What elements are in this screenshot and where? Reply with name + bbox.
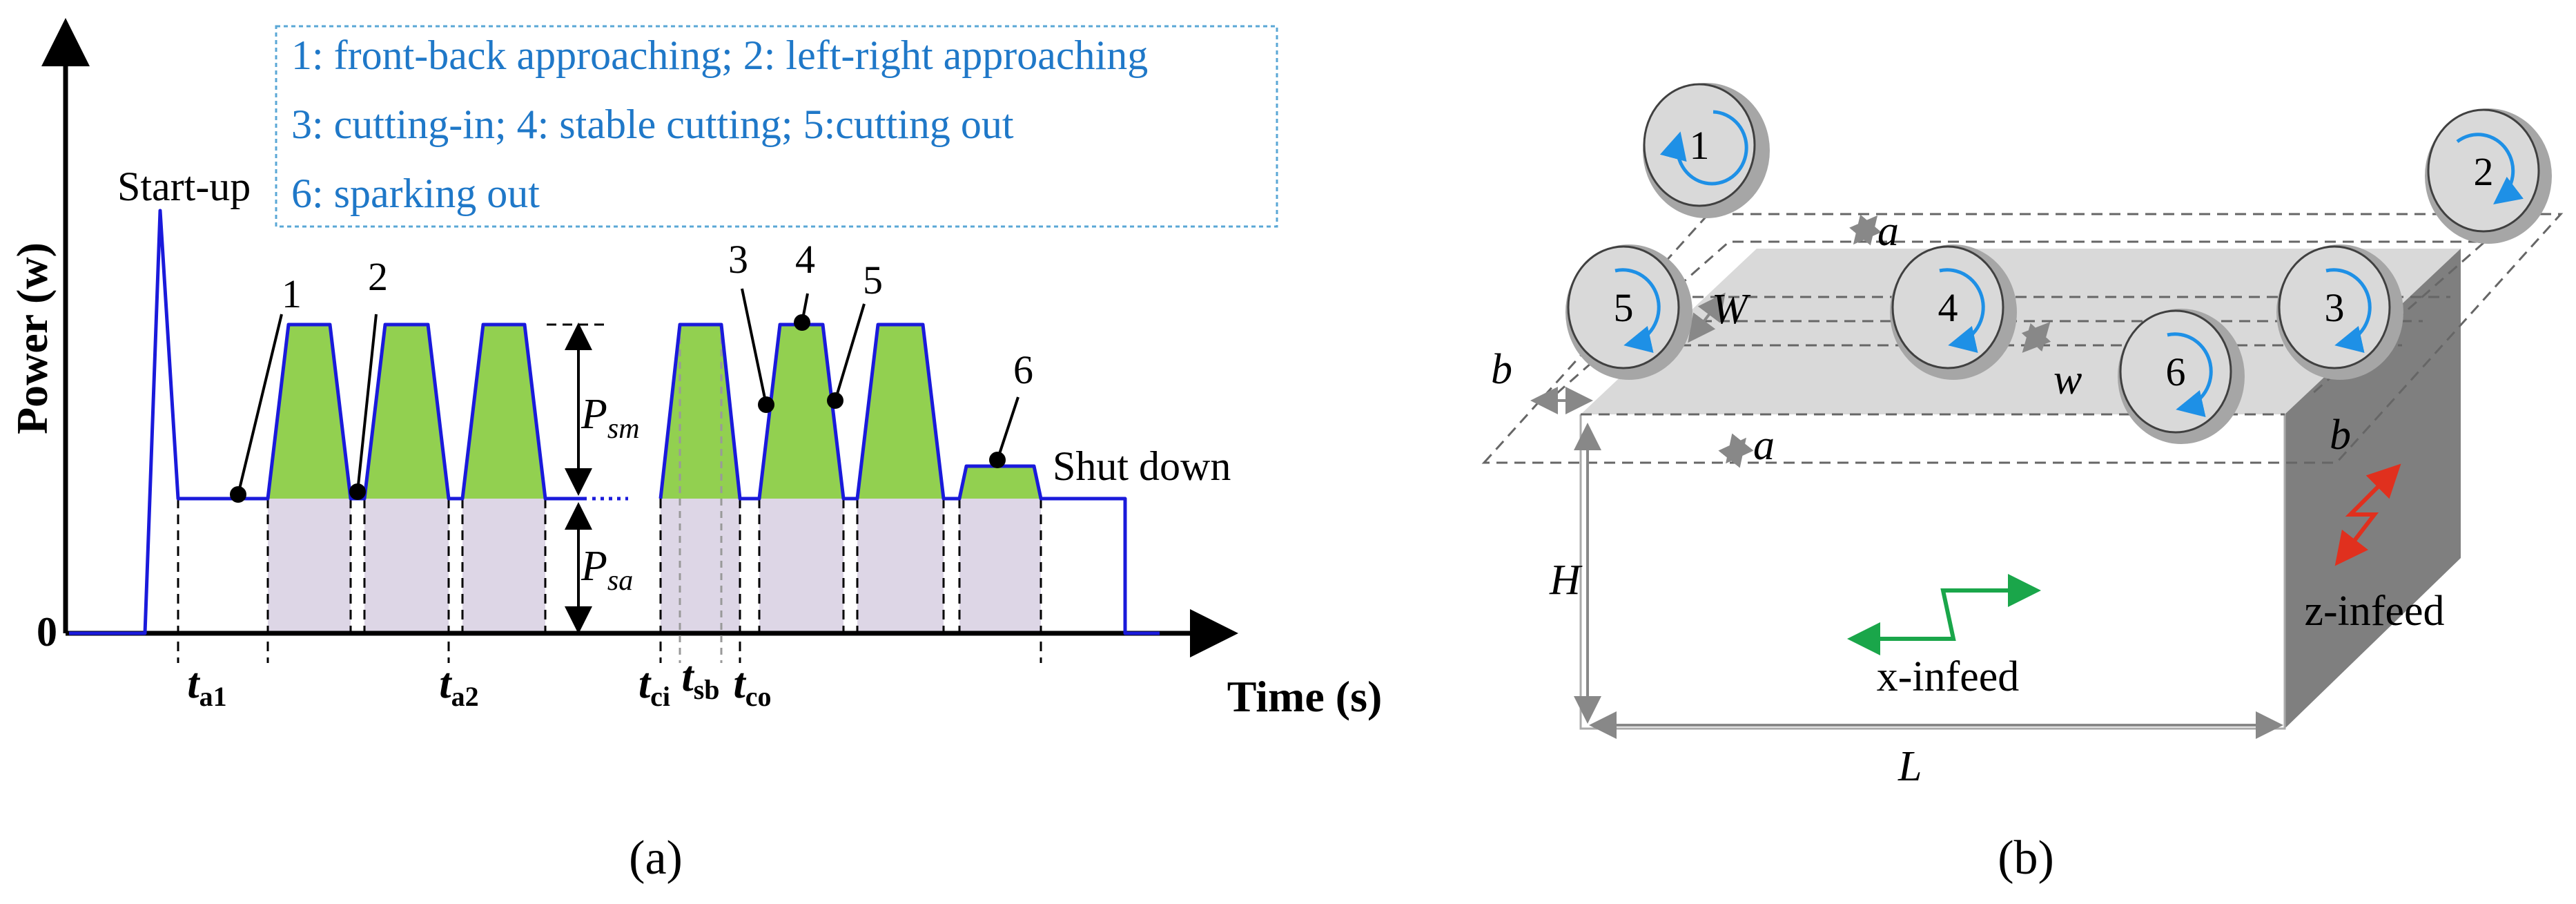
wheel-label-5: 5	[1614, 285, 1634, 330]
phase-label-1: 1	[282, 271, 302, 316]
power-curve	[69, 209, 587, 635]
phase-label-4: 4	[795, 237, 815, 282]
power-curve-2	[658, 323, 1160, 635]
tsb-markers	[679, 325, 723, 663]
legend-line-1: 1: front-back approaching; 2: left-right…	[291, 32, 1148, 78]
y-axis-label: Power (w)	[8, 242, 57, 434]
time-label-tci: tci	[638, 660, 670, 712]
wheel-2: 2	[2425, 108, 2552, 244]
dim-b-left: b	[1491, 346, 1512, 393]
dim-H: H	[1549, 557, 1583, 604]
dim-b-right: b	[2330, 412, 2351, 459]
phase-label-5: 5	[863, 258, 883, 302]
dim-L: L	[1897, 743, 1922, 790]
x-axis-label: Time (s)	[1227, 672, 1383, 721]
phase-label-2: 2	[368, 254, 388, 299]
phase-dots	[230, 314, 1006, 503]
z-infeed-arrow	[2334, 463, 2401, 566]
legend-line-2: 3: cutting-in; 4: stable cutting; 5:cutt…	[291, 102, 1014, 147]
wheel-label-4: 4	[1938, 285, 1958, 330]
wheel-3: 3	[2276, 244, 2403, 380]
time-label-ta2: ta2	[439, 660, 478, 712]
p-sm-label: Psm	[580, 391, 640, 445]
wheel-label-3: 3	[2325, 285, 2345, 330]
shutdown-label: Shut down	[1053, 443, 1231, 489]
wheel-1: 1	[1643, 83, 1770, 218]
origin-label: 0	[37, 609, 57, 655]
dim-a-top: a	[1877, 208, 1899, 255]
wheel-label-2: 2	[2474, 149, 2494, 194]
dim-W: W	[1712, 286, 1751, 333]
wheel-label-1: 1	[1690, 123, 1710, 168]
dim-a-bottom: a	[1753, 422, 1775, 469]
legend-box: 1: front-back approaching; 2: left-right…	[275, 25, 1278, 228]
x-infeed-label: x-infeed	[1877, 653, 2020, 700]
caption-a: (a)	[629, 831, 683, 885]
time-label-tco: tco	[734, 660, 772, 712]
panel-a: 1: front-back approaching; 2: left-right…	[8, 18, 1383, 885]
phase-pointers	[237, 288, 1019, 495]
wheel-6: 6	[2118, 309, 2245, 444]
startup-label: Start-up	[117, 164, 251, 209]
z-infeed-label: z-infeed	[2304, 588, 2444, 635]
wheel-4: 4	[1890, 244, 2017, 380]
x-infeed-arrow	[1847, 588, 2033, 655]
phase-label-6: 6	[1013, 347, 1033, 392]
dimension-lines	[1530, 214, 2283, 739]
wheel-label-6: 6	[2166, 349, 2186, 394]
time-markers	[177, 323, 1042, 663]
legend-line-3: 6: sparking out	[291, 171, 540, 216]
time-label-tsb: tsb	[681, 653, 719, 705]
phase-label-3: 3	[728, 237, 748, 282]
panel-b: a a W w b b H L 1 2 5 4	[1481, 83, 2564, 885]
dim-w: w	[2053, 356, 2082, 403]
wheel-5: 5	[1565, 244, 1692, 380]
caption-b: (b)	[1998, 831, 2054, 885]
standby-regions	[268, 499, 1041, 633]
time-label-ta1: ta1	[187, 660, 226, 712]
p-sa-label: Psa	[580, 543, 633, 597]
